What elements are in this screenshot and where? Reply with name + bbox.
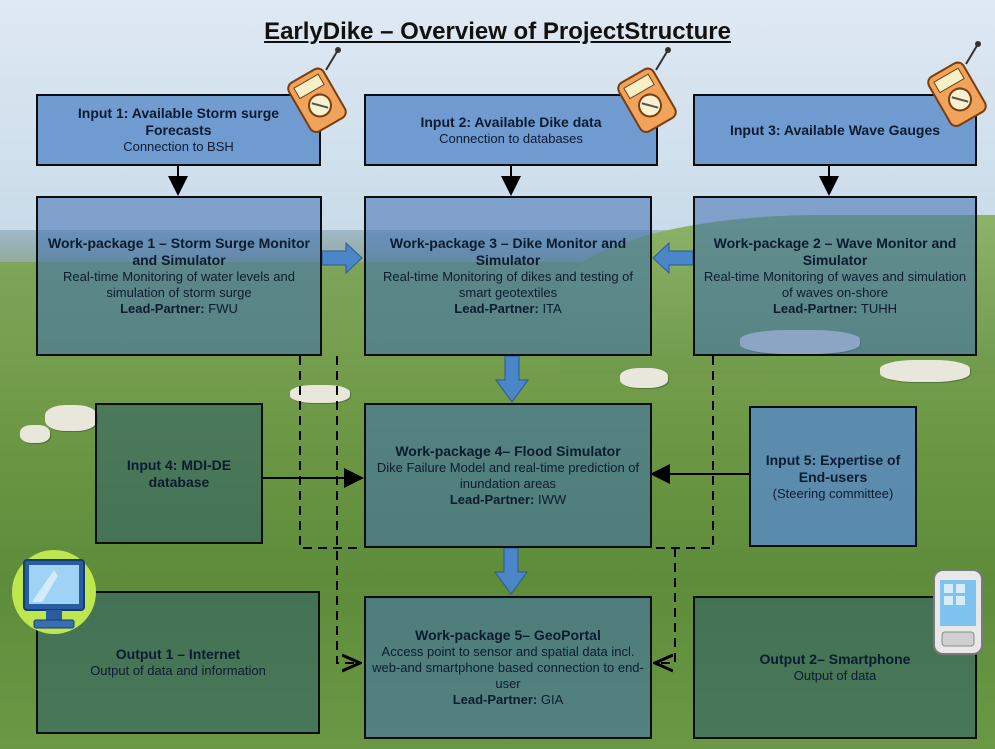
wp4-lead-partner: Lead-Partner: IWW: [372, 492, 644, 508]
input-5-text: (Steering committee): [772, 485, 894, 501]
input-4-box: Input 4: MDI-DE database: [95, 403, 263, 544]
wp1-text: Real-time Monitoring of water levels and…: [63, 269, 295, 300]
wp1-lead-partner-label: Lead-Partner:: [120, 301, 205, 316]
computer-monitor-icon: [12, 550, 96, 634]
wp1-lead-partner-value: FWU: [208, 301, 238, 316]
output-2-heading: Output 2– Smartphone: [759, 651, 911, 667]
sheep-decoration: [880, 360, 970, 382]
wp5-heading: Work-package 5– GeoPortal: [415, 627, 601, 643]
output-2-box: Output 2– Smartphone Output of data: [693, 596, 977, 739]
wp3-lead-partner-label: Lead-Partner:: [454, 301, 539, 316]
wp2-lead-partner: Lead-Partner: TUHH: [701, 301, 969, 317]
wp2-heading: Work-package 2 – Wave Monitor and Simula…: [713, 235, 957, 268]
wp3-lead-partner-value: ITA: [542, 301, 562, 316]
wp5-text: Access point to sensor and spatial data …: [372, 644, 644, 691]
wp1-heading: Work-package 1 – Storm Surge Monitor and…: [48, 235, 310, 268]
wp4-heading: Work-package 4– Flood Simulator: [395, 443, 621, 459]
block-arrow-wp3-to-wp4: [495, 355, 529, 403]
block-arrow-wp1-to-wp3: [321, 241, 363, 275]
output-1-heading: Output 1 – Internet: [115, 646, 241, 662]
block-arrow-wp2-to-wp3: [652, 241, 694, 275]
wp5-lead-partner-label: Lead-Partner:: [452, 692, 538, 707]
sensor-device-icon: [287, 47, 347, 133]
input-2-text: Connection to databases: [439, 130, 583, 146]
dashed-wp1-to-wp5: [336, 356, 360, 663]
input-4-heading: Input 4: MDI-DE database: [126, 456, 232, 490]
wp5-lead-partner-value: GIA: [540, 692, 564, 707]
sensor-device-icon: [927, 41, 987, 127]
input-5-box: Input 5: Expertise of End-users (Steerin…: [749, 406, 917, 547]
dashed-wp2-to-wp4-bottom: [652, 356, 714, 549]
block-arrow-wp4-to-wp5: [494, 547, 528, 595]
wp2-text: Real-time Monitoring of waves and simula…: [703, 269, 967, 300]
sensor-device-icon: [617, 47, 677, 133]
input-3-heading: Input 3: Available Wave Gauges: [729, 121, 941, 138]
output-1-text: Output of data and information: [90, 663, 266, 678]
diagram-title: EarlyDike – Overview of ProjectStructure: [264, 18, 731, 45]
wp4-lead-partner-label: Lead-Partner:: [449, 492, 535, 507]
output-2-text: Output of data: [793, 668, 877, 683]
wp3-box: Work-package 3 – Dike Monitor and Simula…: [364, 196, 652, 356]
input-3-box: Input 3: Available Wave Gauges: [693, 94, 977, 166]
wp2-box: Work-package 2 – Wave Monitor and Simula…: [693, 196, 977, 356]
sheep-decoration: [45, 405, 97, 431]
dashed-wp2-to-wp5: [655, 548, 676, 663]
wp3-text: Real-time Monitoring of dikes and testin…: [382, 269, 633, 300]
wp1-lead-partner: Lead-Partner: FWU: [44, 301, 314, 317]
input-1-box: Input 1: Available Storm surge Forecasts…: [36, 94, 321, 166]
wp4-box: Work-package 4– Flood Simulator Dike Fai…: [364, 403, 652, 548]
wp2-lead-partner-label: Lead-Partner:: [772, 301, 858, 316]
dashed-wp1-to-wp4-bottom: [299, 356, 362, 549]
wp3-lead-partner: Lead-Partner: ITA: [372, 301, 644, 317]
wp2-lead-partner-value: TUHH: [860, 301, 898, 316]
sheep-decoration: [290, 385, 350, 403]
input-2-heading: Input 2: Available Dike data: [420, 113, 602, 130]
wp3-heading: Work-package 3 – Dike Monitor and Simula…: [389, 235, 627, 268]
wp5-lead-partner: Lead-Partner: GIA: [372, 692, 644, 708]
input-1-heading: Input 1: Available Storm surge Forecasts: [77, 105, 280, 138]
wp1-box: Work-package 1 – Storm Surge Monitor and…: [36, 196, 322, 356]
input-2-box: Input 2: Available Dike data Connection …: [364, 94, 658, 166]
wp4-text: Dike Failure Model and real-time predict…: [376, 460, 640, 491]
sheep-decoration: [620, 368, 668, 388]
wp4-lead-partner-value: IWW: [538, 492, 567, 507]
input-5-heading: Input 5: Expertise of End-users: [765, 451, 901, 485]
input-1-text: Connection to BSH: [123, 139, 234, 154]
sheep-decoration: [20, 425, 50, 443]
wp5-box: Work-package 5– GeoPortal Access point t…: [364, 596, 652, 739]
smartphone-icon: [933, 569, 983, 655]
